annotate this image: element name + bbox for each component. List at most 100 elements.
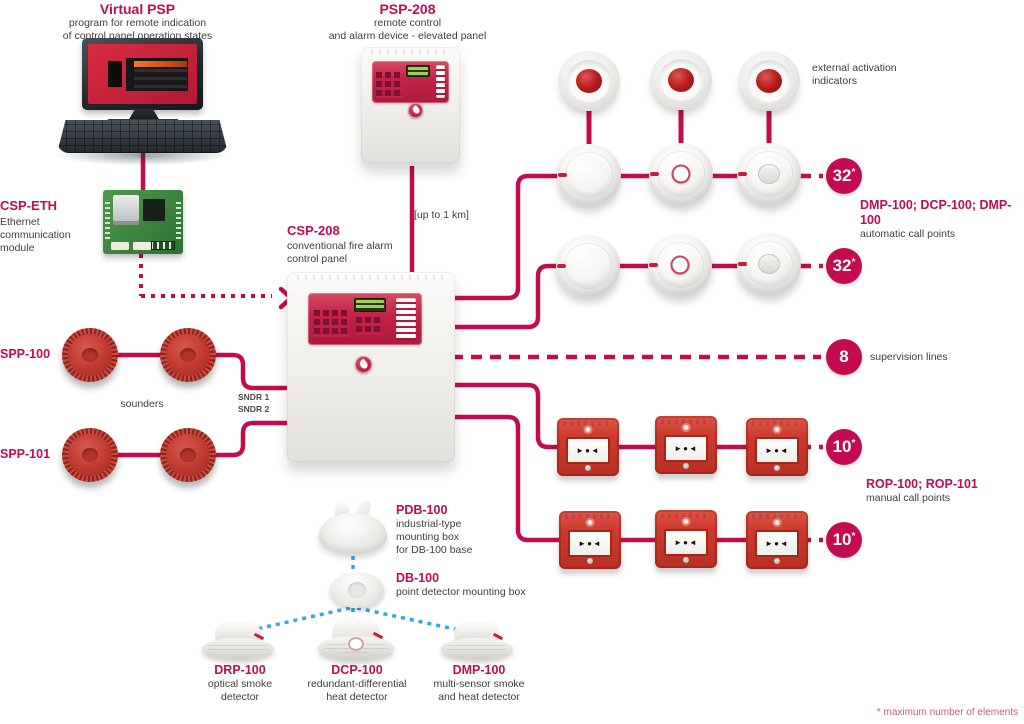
terminal-block: [151, 241, 175, 250]
automatic-detector: [557, 144, 621, 206]
dmp-100-desc1: multi-sensor smoke: [433, 678, 525, 690]
computer-monitor: [82, 38, 203, 110]
manual-call-point: ►●◄: [655, 416, 717, 474]
screw: [774, 558, 780, 564]
external-indicators-line1: external activation: [812, 62, 897, 74]
dmp-100-label: DMP-100 multi-sensor smoke and heat dete…: [408, 663, 550, 704]
detector-center-ring: [670, 255, 690, 275]
detector-models: DMP-100; DCP-100; DMP-100: [860, 198, 1012, 227]
manual-call-point: ►●◄: [559, 511, 621, 569]
psp-208-face: [372, 61, 449, 103]
sndr2-line: [114, 420, 292, 458]
spp-101-label: SPP-101: [0, 447, 51, 461]
lcd-display: [354, 298, 386, 312]
detector-base: [202, 637, 274, 660]
drp-100-detector: [202, 620, 274, 662]
sounder: [62, 428, 118, 482]
automatic-detector: [649, 143, 713, 205]
db-100-label: DB-100 point detector mounting box: [396, 571, 616, 599]
csp-eth-title: CSP-ETH: [0, 198, 58, 213]
flame-logo-icon: [408, 103, 423, 118]
rop1-line: [448, 382, 797, 450]
automatic-detector: [648, 234, 712, 296]
pdb-100-desc2: mounting box: [396, 530, 460, 543]
keypad: [376, 72, 403, 98]
flame-logo-icon: [585, 518, 595, 527]
csp-208-desc1: conventional fire alarm: [287, 239, 393, 252]
badge-value: 32: [832, 256, 852, 275]
sounders-label: sounders: [120, 398, 164, 410]
lcd-display: [406, 65, 430, 77]
screw: [683, 557, 689, 563]
flame-logo-icon: [355, 356, 372, 373]
sounder: [160, 428, 216, 482]
monitor-screen: [88, 44, 197, 104]
supervision-label: supervision lines: [870, 351, 948, 363]
flame-logo-icon: [583, 425, 593, 434]
detector-center-button: [758, 164, 780, 184]
screw: [774, 465, 780, 471]
loop1-line: [448, 173, 797, 301]
badge-value: 10: [832, 530, 852, 549]
spp-100-label: SPP-100: [0, 347, 51, 361]
pdb-100-label: PDB-100 industrial-type mounting box for…: [396, 503, 526, 556]
call-point-window: ►●◄: [755, 530, 799, 557]
db-100-base: [330, 572, 384, 608]
detector-center-ring: [671, 164, 691, 184]
connector: [133, 242, 151, 250]
chip: [143, 199, 165, 221]
function-keys: [356, 317, 383, 335]
external-indicator: [558, 51, 620, 111]
sndr1-label: SNDR 1: [238, 392, 270, 402]
flame-logo-icon: [681, 517, 691, 526]
external-indicators-line2: indicators: [812, 74, 857, 87]
badge-asterisk: *: [851, 166, 856, 178]
dcp-100-desc1: redundant-differential: [307, 678, 407, 690]
dcp-100-detector: [318, 617, 394, 663]
external-indicator: [738, 51, 800, 111]
drp-100-desc2: detector: [221, 690, 259, 703]
pdb-100-desc1: industrial-type: [396, 518, 462, 530]
manual-call-point: ►●◄: [746, 418, 808, 476]
external-indicator: [650, 50, 712, 110]
psp-208-desc2: and alarm device - elevated panel: [328, 29, 487, 42]
manual-call-point: ►●◄: [746, 511, 808, 569]
csp-eth-label: CSP-ETH Ethernet communication module: [0, 198, 100, 254]
panel-ridge: [297, 274, 445, 280]
automatic-detector: [737, 233, 801, 295]
badge-asterisk: *: [851, 437, 856, 449]
ethernet-port: [113, 195, 139, 225]
detectors-label: DMP-100; DCP-100; DMP-100 automatic call…: [860, 198, 1024, 241]
keypad: [314, 310, 350, 337]
badge-value: 8: [839, 347, 849, 366]
virtual-psp-desc2: of control panel operation states: [62, 29, 213, 42]
psp-208-title: PSP-208: [379, 1, 436, 17]
call-points-label: ROP-100; ROP-101 manual call points: [866, 477, 1024, 505]
distance-note: [up to 1 km]: [414, 209, 469, 221]
keyboard: [57, 120, 228, 153]
panel-ridge: [371, 49, 450, 55]
led-column: [396, 298, 416, 340]
led-column: [436, 65, 445, 98]
csp-eth-desc3: module: [0, 241, 35, 254]
db-100-desc: point detector mounting box: [396, 586, 526, 598]
loop2-max-badge: 32*: [826, 248, 862, 284]
screw: [585, 465, 591, 471]
screw: [587, 558, 593, 564]
call-point-window: ►●◄: [664, 435, 708, 462]
drp-100-title: DRP-100: [214, 663, 266, 677]
drp-100-label: DRP-100 optical smoke detector: [175, 663, 305, 704]
supervision-badge: 8: [826, 339, 862, 375]
detector-models-desc: automatic call points: [860, 228, 956, 240]
screw: [683, 463, 689, 469]
detector-base: [441, 637, 513, 660]
call-point-models: ROP-100; ROP-101: [866, 477, 978, 491]
pdb-body: [319, 513, 387, 554]
badge-asterisk: *: [851, 530, 856, 542]
badge-value: 32: [832, 166, 852, 185]
dcp-100-label: DCP-100 redundant-differential heat dete…: [286, 663, 428, 704]
csp-208-face: [308, 293, 422, 345]
call-point-window: ►●◄: [664, 529, 708, 556]
